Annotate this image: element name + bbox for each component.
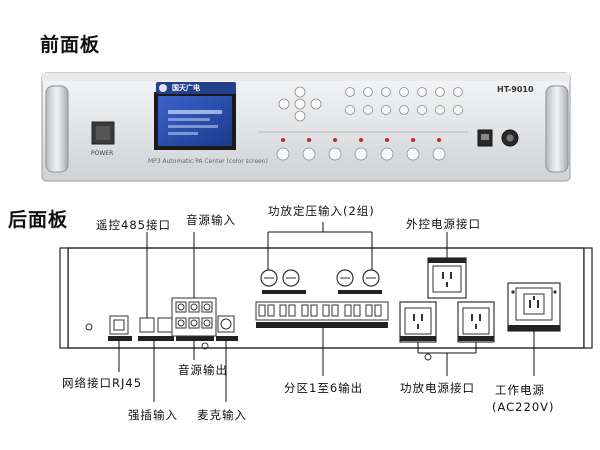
label-force-input: 强插输入 bbox=[128, 408, 178, 422]
power-switch-label: POWER bbox=[91, 150, 114, 157]
label-zone-outputs: 分区1至6输出 bbox=[284, 381, 364, 395]
label-rj45-port: 网络接口RJ45 bbox=[62, 376, 143, 390]
label-amp-constant-voltage-input: 功放定压输入(2组) bbox=[268, 204, 375, 218]
label-mic-input: 麦克输入 bbox=[197, 408, 247, 422]
screen-caption: MP3 Automatic PA Center (color screen) bbox=[148, 158, 268, 165]
label-work-power-spec: (AC220V) bbox=[492, 400, 555, 414]
brand-logo-text: 国天广电 bbox=[172, 84, 200, 92]
label-audio-output: 音源输出 bbox=[178, 363, 228, 377]
model-label: HT-9010 bbox=[497, 85, 534, 94]
rear-panel-heading: 后面板 bbox=[8, 209, 69, 231]
label-external-control-power: 外控电源接口 bbox=[406, 217, 481, 231]
label-work-power: 工作电源 bbox=[495, 383, 545, 397]
label-audio-input: 音源输入 bbox=[186, 213, 236, 227]
front-panel-heading: 前面板 bbox=[40, 34, 101, 56]
left-handle bbox=[45, 85, 69, 173]
right-handle bbox=[545, 85, 569, 173]
label-amp-power: 功放电源接口 bbox=[400, 381, 475, 395]
label-rs485-port: 遥控485接口 bbox=[96, 218, 171, 232]
